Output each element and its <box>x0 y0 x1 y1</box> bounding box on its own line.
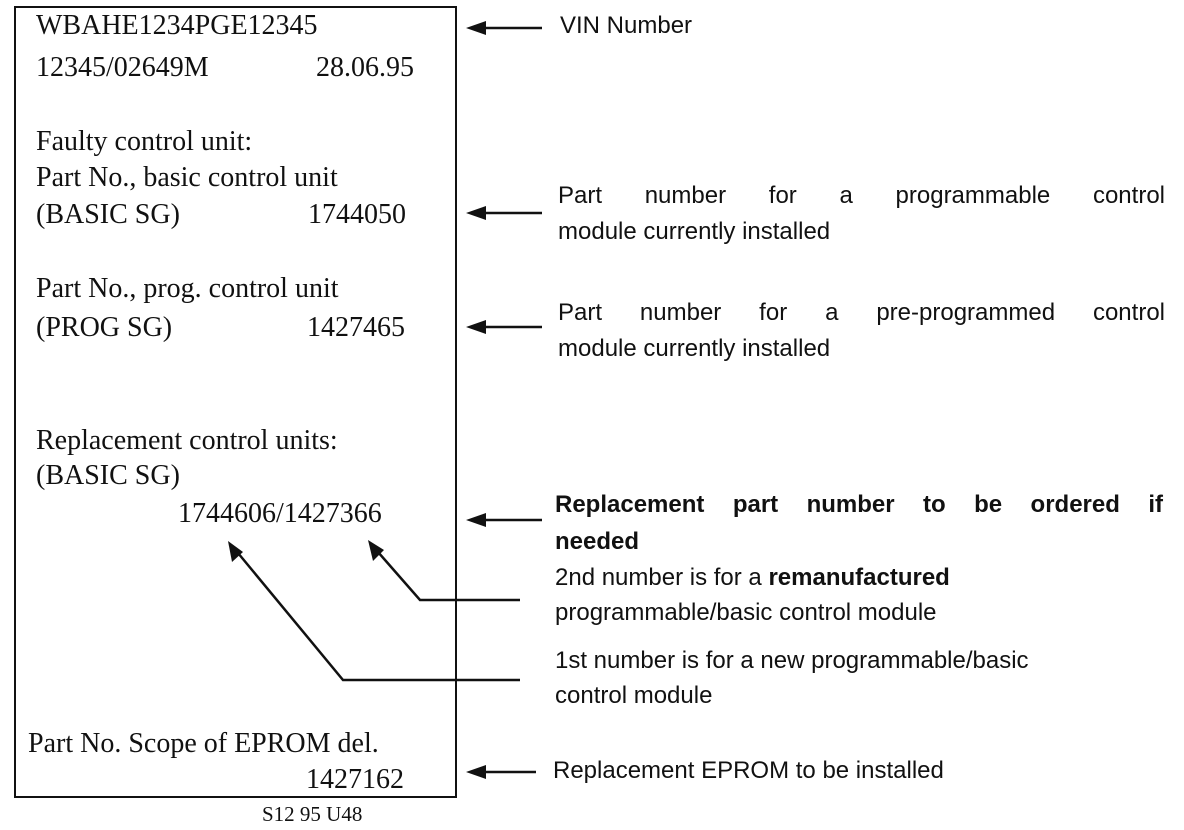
basic-part-label: Part No., basic control unit <box>36 162 338 193</box>
order-code-text: 12345/02649M <box>36 52 209 83</box>
vin-arrowhead <box>466 21 486 35</box>
prog-callout-line1: Part number for a pre-programmed control <box>558 299 1165 326</box>
eprom-arrowhead <box>466 765 486 779</box>
basic-callout-line2: module currently installed <box>558 218 831 245</box>
vin-text: WBAHE1234PGE12345 <box>36 10 318 41</box>
eprom-callout: Replacement EPROM to be installed <box>553 757 944 784</box>
replacement-heading: Replacement control units: <box>36 425 338 456</box>
prog-part-label: Part No., prog. control unit <box>36 273 339 304</box>
eprom-label: Part No. Scope of EPROM del. <box>28 728 379 759</box>
basic-callout-line1: Part number for a programmable control <box>558 182 1165 209</box>
prog-callout-line2: module currently installed <box>558 335 831 362</box>
replacement-callout-line1: Replacement part number to be ordered if <box>555 491 1163 518</box>
remanufactured-text: remanufactured <box>768 564 950 591</box>
first-number-callout-line2: control module <box>555 682 713 709</box>
second-number-text: 2nd number is for a <box>555 564 769 591</box>
second-number-leader-line <box>377 551 520 602</box>
basic-sg-label: (BASIC SG) <box>36 199 180 230</box>
figure-code: S12 95 U48 <box>262 802 363 826</box>
replacement-sg-label: (BASIC SG) <box>36 460 180 491</box>
second-number-arrowhead <box>368 540 384 561</box>
second-number-callout-line1: 2nd number is for a remanufactured <box>555 566 950 590</box>
first-number-arrowhead <box>228 541 243 562</box>
date-text: 28.06.95 <box>316 52 414 83</box>
basic-arrowhead <box>466 206 486 220</box>
faulty-heading: Faulty control unit: <box>36 126 253 157</box>
basic-part-number: 1744050 <box>308 199 406 230</box>
eprom-part-number: 1427162 <box>306 764 404 795</box>
first-number-callout-line1: 1st number is for a new programmable/bas… <box>555 647 1029 674</box>
replacement-arrowhead <box>466 513 486 527</box>
vin-callout: VIN Number <box>560 12 693 39</box>
replacement-callout-line2: needed <box>555 528 640 555</box>
replacement-part-numbers: 1744606/1427366 <box>178 498 382 529</box>
second-number-callout-line2: programmable/basic control module <box>555 599 937 626</box>
prog-arrowhead <box>466 320 486 334</box>
first-number-leader-line <box>237 552 520 682</box>
control-unit-label-box <box>14 6 457 798</box>
prog-sg-label: (PROG SG) <box>36 312 173 343</box>
prog-part-number: 1427465 <box>307 312 405 343</box>
